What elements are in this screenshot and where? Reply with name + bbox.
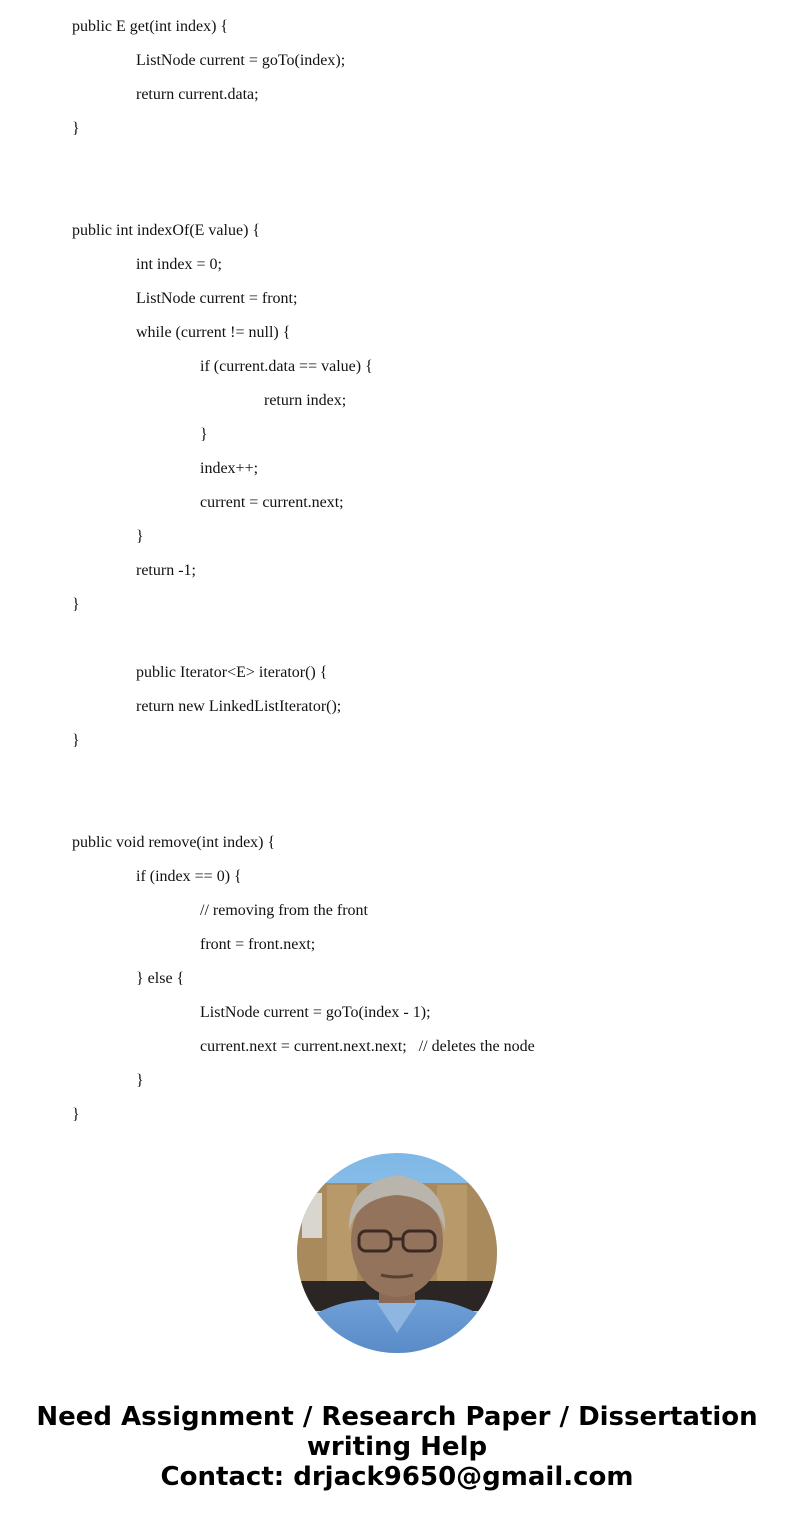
person-photo-icon	[297, 1153, 497, 1353]
code-line: index++;	[200, 460, 259, 477]
code-line: current.next = current.next.next; // del…	[200, 1038, 535, 1055]
code-line: return index;	[264, 392, 347, 409]
code-line: return -1;	[136, 562, 196, 579]
code-line: }	[72, 732, 80, 749]
code-line: }	[72, 596, 80, 613]
code-line: ListNode current = front;	[136, 290, 298, 307]
code-line: if (index == 0) {	[136, 868, 242, 885]
code-line: }	[72, 120, 80, 137]
code-line: }	[72, 1106, 80, 1123]
code-line: }	[136, 1072, 144, 1089]
code-line: }	[200, 426, 208, 443]
contact-footer: Need Assignment / Research Paper / Disse…	[0, 1402, 794, 1492]
code-line: return current.data;	[136, 86, 259, 103]
code-line: }	[136, 528, 144, 545]
footer-subline: writing Help	[306, 1432, 488, 1462]
code-line: // removing from the front	[200, 902, 368, 919]
code-line: current = current.next;	[200, 494, 344, 511]
footer-contact-email: Contact: drjack9650@gmail.com	[160, 1462, 634, 1492]
code-line: while (current != null) {	[136, 324, 291, 341]
code-line: ListNode current = goTo(index);	[136, 52, 346, 69]
code-line: ListNode current = goTo(index - 1);	[200, 1004, 431, 1021]
author-avatar	[297, 1153, 497, 1353]
footer-headline: Need Assignment / Research Paper / Disse…	[36, 1402, 758, 1432]
code-line: return new LinkedListIterator();	[136, 698, 342, 715]
code-line: public Iterator<E> iterator() {	[136, 664, 328, 681]
code-line: public int indexOf(E value) {	[72, 222, 261, 239]
code-line: } else {	[136, 970, 185, 987]
code-line: public E get(int index) {	[72, 18, 229, 35]
code-line: front = front.next;	[200, 936, 316, 953]
code-line: if (current.data == value) {	[200, 358, 373, 375]
code-line: int index = 0;	[136, 256, 222, 273]
code-line: public void remove(int index) {	[72, 834, 276, 851]
